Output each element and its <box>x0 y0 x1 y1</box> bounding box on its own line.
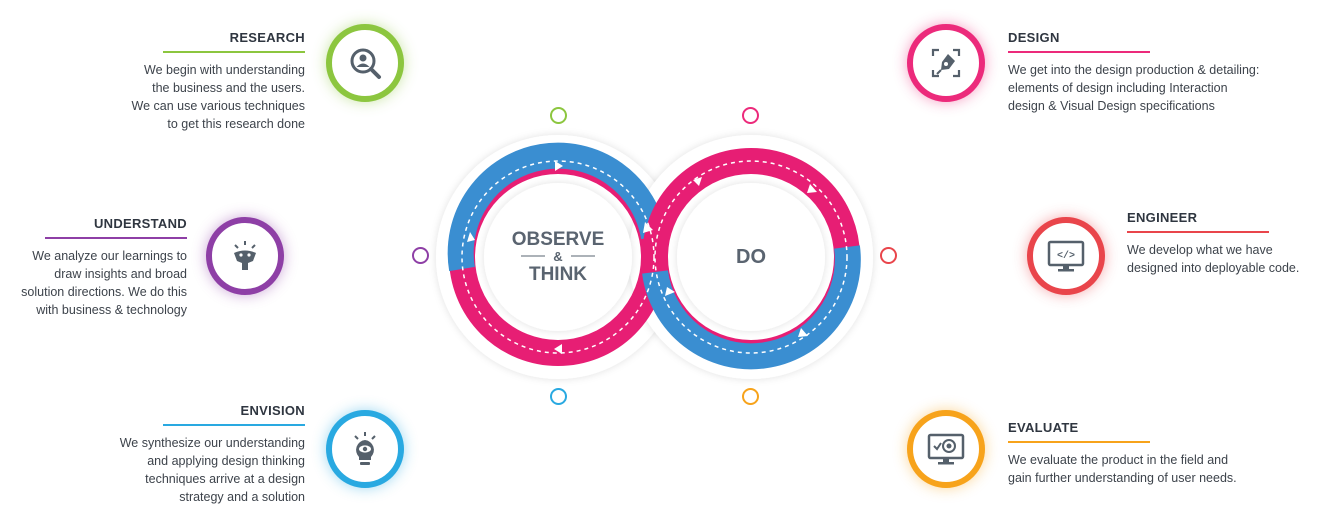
understand-title: UNDERSTAND <box>93 216 187 231</box>
design-line: We get into the design production & deta… <box>1008 63 1260 77</box>
do-flow-line <box>654 160 848 354</box>
flow-arrow <box>643 222 653 233</box>
design-rule <box>1008 51 1150 53</box>
engineer-rule <box>1127 231 1269 233</box>
engineer-line: designed into deployable code. <box>1127 261 1300 275</box>
envision-title: ENVISION <box>240 403 305 418</box>
flow-arrow <box>467 232 475 242</box>
envision-icon-circle <box>326 410 404 488</box>
observe-flow-line <box>461 160 655 354</box>
evaluate-title: EVALUATE <box>1008 420 1079 435</box>
user-search-icon <box>350 48 381 79</box>
understand-line: draw insights and broad <box>54 267 187 281</box>
understand-line: We analyze our learnings to <box>32 249 187 263</box>
think-label: THINK <box>529 264 587 285</box>
evaluate-dot <box>742 388 759 405</box>
research-description: We begin with understanding the business… <box>105 61 305 133</box>
envision-line: We synthesize our understanding <box>119 436 305 450</box>
evaluate-block: EVALUATE We evaluate the product in the … <box>1008 420 1308 487</box>
design-line: design & Visual Design specifications <box>1008 99 1215 113</box>
envision-line: strategy and a solution <box>179 490 305 504</box>
design-description: We get into the design production & deta… <box>1008 61 1308 115</box>
code-monitor-icon: </> <box>1047 240 1085 272</box>
design-title: DESIGN <box>1008 30 1060 45</box>
research-icon-circle <box>326 24 404 102</box>
flow-arrow <box>554 344 562 354</box>
understand-description: We analyze our learnings to draw insight… <box>0 247 187 319</box>
research-block: RESEARCH We begin with understanding the… <box>105 30 305 133</box>
research-rule <box>163 51 305 53</box>
engineer-description: We develop what we have designed into de… <box>1127 241 1317 277</box>
envision-description: We synthesize our understanding and appl… <box>85 434 305 506</box>
design-block: DESIGN We get into the design production… <box>1008 30 1308 115</box>
design-dot <box>742 107 759 124</box>
understand-line: with business & technology <box>36 303 187 317</box>
do-ring-blue <box>642 245 861 370</box>
understand-block: UNDERSTAND We analyze our learnings to d… <box>0 216 187 319</box>
flow-arrow <box>807 184 817 193</box>
evaluate-line: gain further understanding of user needs… <box>1008 471 1237 485</box>
understand-rule <box>45 237 187 239</box>
research-dot <box>550 107 567 124</box>
infinity-loop-diagram: OBSERVE & THINK DO <box>436 135 873 379</box>
flow-arrow <box>798 328 808 337</box>
research-line: the business and the users. <box>152 81 305 95</box>
research-line: to get this research done <box>167 117 305 131</box>
envision-line: techniques arrive at a design <box>145 472 305 486</box>
do-label: DO <box>736 246 766 268</box>
evaluate-line: We evaluate the product in the field and <box>1008 453 1229 467</box>
observe-label: OBSERVE <box>512 229 605 250</box>
engineer-title: ENGINEER <box>1127 210 1198 225</box>
flow-arrow <box>555 161 563 171</box>
lightbulb-head-icon <box>234 241 256 270</box>
svg-text:</>: </> <box>1057 250 1075 262</box>
flow-arrow <box>693 177 702 186</box>
envision-rule <box>163 424 305 426</box>
do-inner-disc <box>677 183 825 331</box>
amp-label: & <box>553 249 562 264</box>
understand-icon-circle <box>206 217 284 295</box>
engineer-dot <box>880 247 897 264</box>
monitor-eye-icon <box>927 433 965 465</box>
understand-dot <box>412 247 429 264</box>
envision-block: ENVISION We synthesize our understanding… <box>85 403 305 506</box>
observe-inner-disc <box>484 183 632 331</box>
engineer-icon-circle: </> <box>1027 217 1105 295</box>
understand-line: solution directions. We do this <box>21 285 187 299</box>
envision-line: and applying design thinking <box>147 454 305 468</box>
flow-arrow <box>665 287 675 296</box>
engineer-line: We develop what we have <box>1127 243 1273 257</box>
evaluate-icon-circle <box>907 410 985 488</box>
pen-tool-icon <box>931 48 961 78</box>
engineer-block: ENGINEER We develop what we have designe… <box>1127 210 1317 277</box>
evaluate-description: We evaluate the product in the field and… <box>1008 451 1308 487</box>
eye-bulb-icon <box>354 432 376 465</box>
envision-dot <box>550 388 567 405</box>
research-line: We can use various techniques <box>131 99 305 113</box>
research-title: RESEARCH <box>229 30 305 45</box>
design-icon-circle <box>907 24 985 102</box>
design-line: elements of design including Interaction <box>1008 81 1228 95</box>
evaluate-rule <box>1008 441 1150 443</box>
research-line: We begin with understanding <box>144 63 305 77</box>
observe-ring-blue <box>447 142 667 272</box>
